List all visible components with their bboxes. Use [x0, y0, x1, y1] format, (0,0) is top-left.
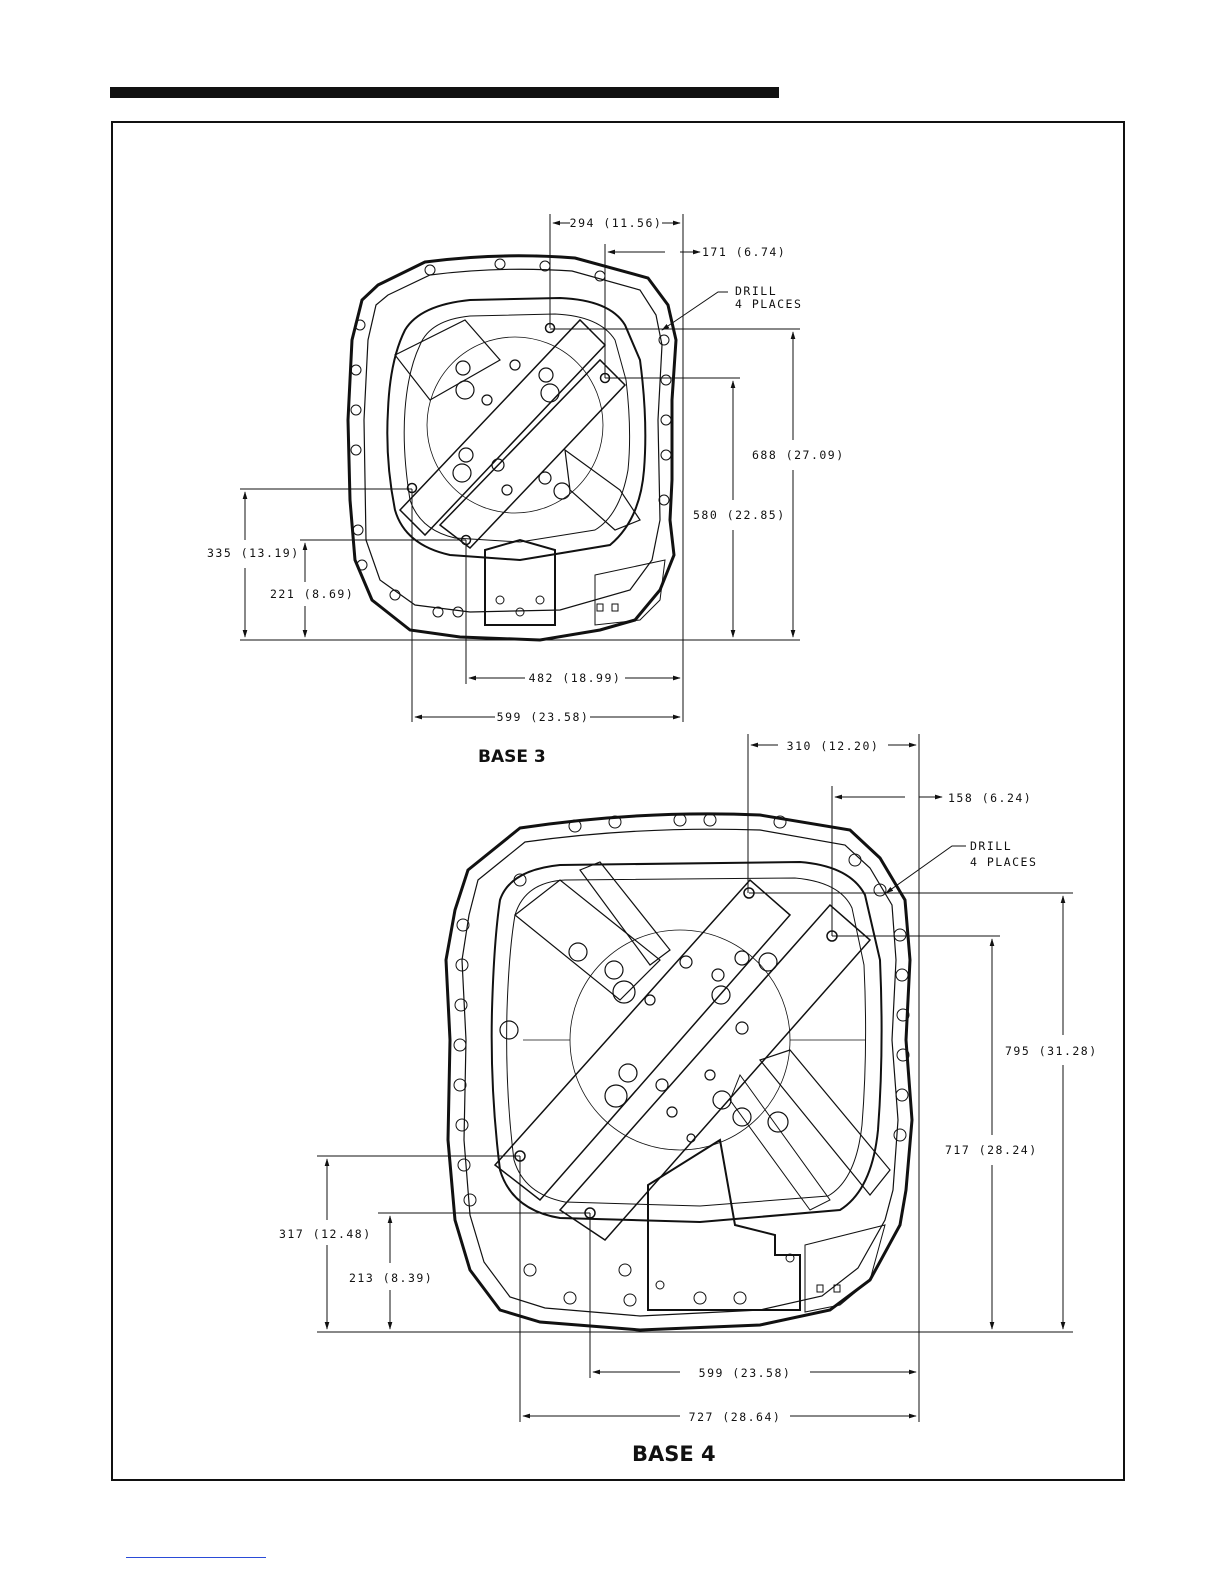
- base4-dim-727: 727 (28.64): [689, 1410, 782, 1424]
- base4-outline: [446, 814, 912, 1330]
- base4-dim-599: 599 (23.58): [699, 1366, 792, 1380]
- base3-outline: [348, 256, 676, 640]
- base4-dim-213: 213 (8.39): [349, 1271, 433, 1285]
- base3-dim-294: 294 (11.56): [570, 216, 663, 230]
- base4-dim-158: 158 (6.24): [948, 791, 1032, 805]
- base3-drill-note: DRILL: [735, 284, 777, 298]
- base4-dim-795: 795 (31.28): [1005, 1044, 1098, 1058]
- base3-dim-482: 482 (18.99): [529, 671, 622, 685]
- base3-title: BASE 3: [478, 747, 546, 767]
- base3-dim-221: 221 (8.69): [270, 587, 354, 601]
- base3-drill-places: 4 PLACES: [735, 297, 802, 311]
- base3-dim-599: 599 (23.58): [497, 710, 590, 724]
- base3-dim-688: 688 (27.09): [752, 448, 845, 462]
- base4-dim-317: 317 (12.48): [279, 1227, 372, 1241]
- base3-dim-171: 171 (6.74): [702, 245, 786, 259]
- footer-link-underline: [126, 1557, 266, 1558]
- base4-dimension-labels: 310 (12.20) 158 (6.24) 795 (31.28) 717 (…: [279, 739, 1098, 1466]
- base4-drill-note: DRILL: [970, 839, 1012, 853]
- base3-dim-335: 335 (13.19): [207, 546, 300, 560]
- base3-dimension-lines: [240, 214, 800, 722]
- base4-drill-places: 4 PLACES: [970, 855, 1037, 869]
- base4-title: BASE 4: [632, 1442, 716, 1466]
- base3-dim-580: 580 (22.85): [693, 508, 786, 522]
- base4-dim-310: 310 (12.20): [787, 739, 880, 753]
- base4-dim-717: 717 (28.24): [945, 1143, 1038, 1157]
- base4-dimension-lines: [317, 734, 1073, 1422]
